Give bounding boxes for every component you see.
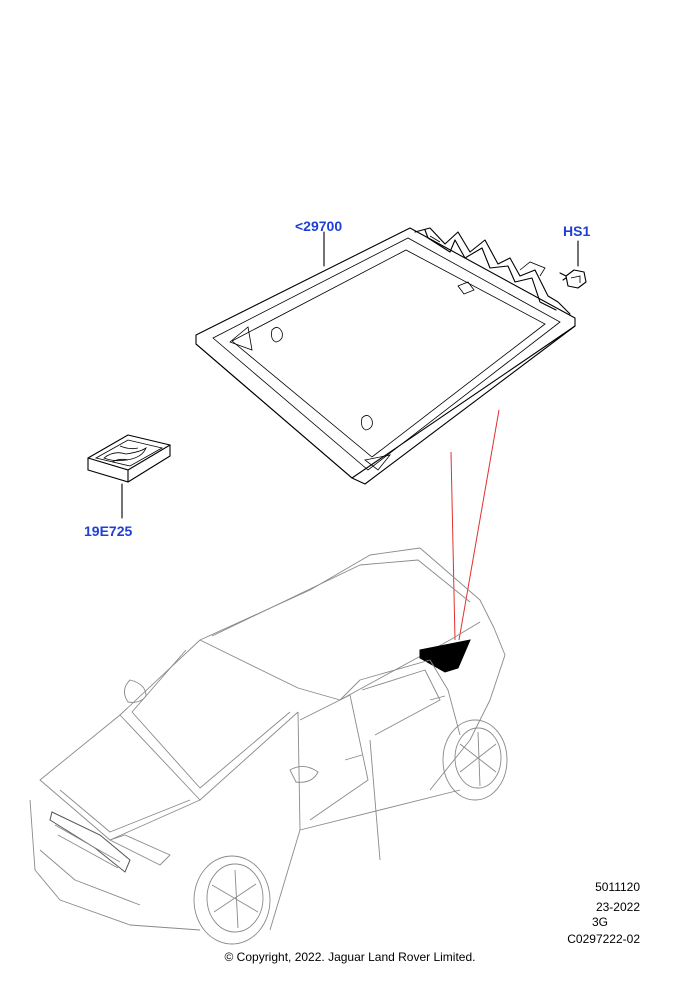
vehicle-illustration: [29, 547, 508, 945]
diagram-date-code: 23-2022: [595, 900, 640, 914]
rear-window-glass[interactable]: [195, 227, 576, 485]
fastener-hs1[interactable]: [559, 240, 587, 289]
diagram-number: 5011120: [595, 880, 640, 894]
callout-19e725[interactable]: 19E725: [84, 523, 133, 539]
copyright-notice: © Copyright, 2022. Jaguar Land Rover Lim…: [224, 950, 476, 964]
callout-29700[interactable]: <29700: [295, 218, 343, 234]
diagram-reference: C0297222-02: [567, 932, 640, 946]
adhesive-kit-19e725[interactable]: [87, 434, 171, 519]
diagram-variant: 3G: [591, 915, 608, 929]
reference-lines: [450, 409, 500, 641]
callout-hs1[interactable]: HS1: [563, 223, 591, 239]
